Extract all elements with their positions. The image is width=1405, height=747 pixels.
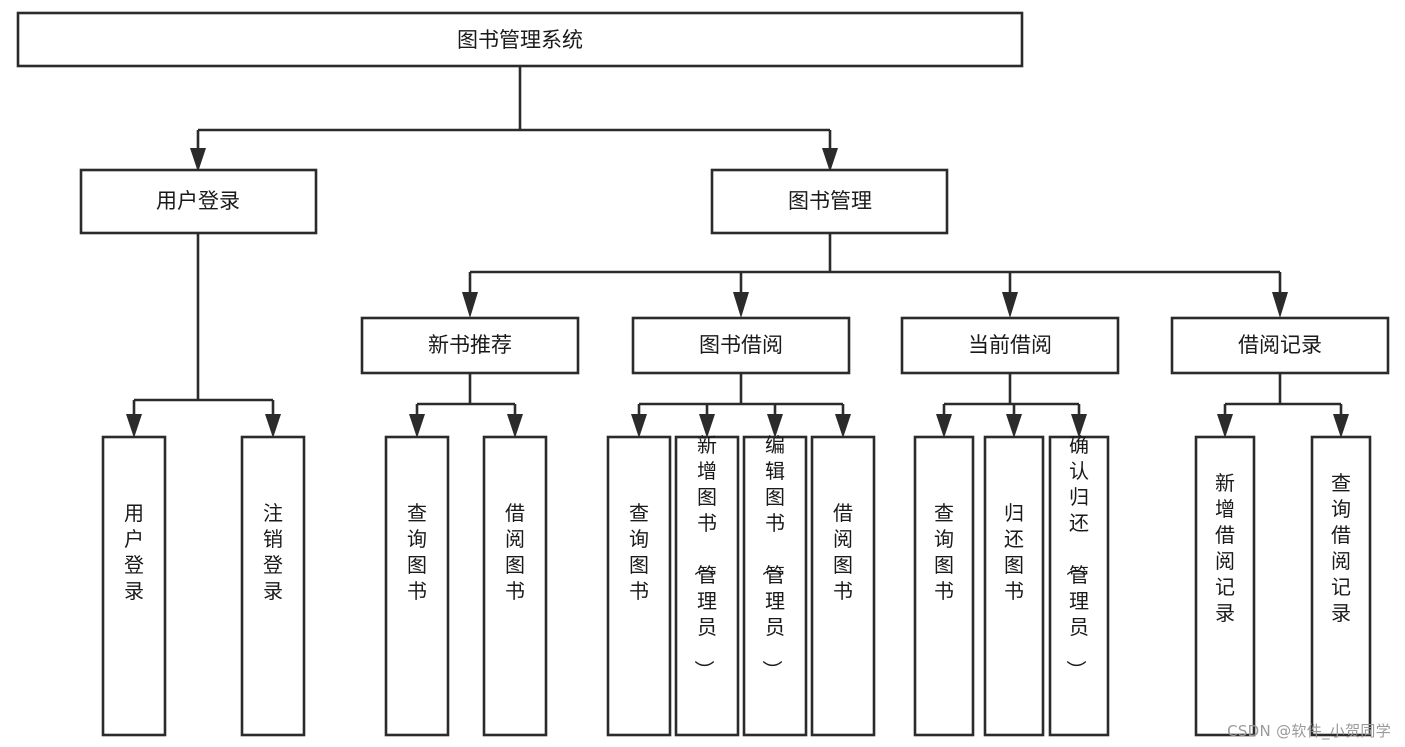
- node-new-book-recommend-box[interactable]: [360, 316, 580, 375]
- leaf-node-edit-book-admin-box[interactable]: [742, 435, 808, 737]
- node-book-management-label: 图书管理: [788, 189, 872, 213]
- arrow-head-leaf-borrow-book-recommend: [507, 414, 523, 438]
- leaf-node-user-login[interactable]: 用户登录: [101, 435, 167, 737]
- leaf-node-borrow-book-box[interactable]: [810, 435, 876, 737]
- leaf-node-edit-book-admin[interactable]: 编辑图书（管理员）: [742, 433, 808, 737]
- leaf-node-borrow-book[interactable]: 借阅图书: [810, 435, 876, 737]
- node-user-login-label: 用户登录: [156, 189, 240, 213]
- arrow-head-leaf-edit-book-admin: [767, 414, 783, 438]
- arrow-head-book-management: [822, 148, 838, 172]
- arrow-head-leaf-return-book: [1006, 414, 1022, 438]
- connector-group-book-borrow: [631, 373, 851, 438]
- node-user-login-box[interactable]: [79, 168, 318, 235]
- arrow-head-leaf-logout-login: [265, 414, 281, 438]
- leaf-node-query-book-current[interactable]: 查询图书: [913, 435, 975, 737]
- leaf-node-add-book-admin-box[interactable]: [674, 435, 740, 737]
- leaf-node-query-book-recommend[interactable]: 查询图书: [384, 435, 450, 737]
- node-user-login[interactable]: 用户登录: [79, 168, 318, 235]
- node-current-borrow[interactable]: 当前借阅: [900, 316, 1120, 375]
- leaf-node-confirm-return-admin-box[interactable]: [1048, 435, 1110, 737]
- arrow-head-borrow-record: [1272, 292, 1288, 318]
- node-borrow-record-box[interactable]: [1170, 316, 1390, 375]
- leaf-node-query-book-current-label: 查询图书: [934, 501, 954, 603]
- arrow-head-leaf-query-book-current: [936, 414, 952, 438]
- arrow-head-leaf-confirm-return-admin: [1071, 414, 1087, 438]
- arrow-head-leaf-borrow-book: [835, 414, 851, 438]
- node-new-book-recommend-label: 新书推荐: [428, 333, 512, 357]
- node-book-management[interactable]: 图书管理: [710, 168, 949, 235]
- leaf-node-borrow-book-recommend-label: 借阅图书: [505, 501, 525, 603]
- node-book-borrow-box[interactable]: [631, 316, 851, 375]
- node-current-borrow-box[interactable]: [900, 316, 1120, 375]
- node-root-box[interactable]: [16, 11, 1024, 68]
- leaf-node-add-borrow-record-box[interactable]: [1194, 435, 1256, 737]
- leaf-node-user-login-box[interactable]: [101, 435, 167, 737]
- leaf-node-query-book-borrow-box[interactable]: [606, 435, 672, 737]
- leaf-node-query-borrow-record-label: 查询借阅记录: [1331, 471, 1351, 625]
- arrow-head-leaf-query-book-borrow: [631, 414, 647, 438]
- leaf-node-query-book-recommend-box[interactable]: [384, 435, 450, 737]
- node-current-borrow-label: 当前借阅: [968, 333, 1052, 357]
- leaf-node-logout-login-box[interactable]: [240, 435, 306, 737]
- leaf-node-return-book-box[interactable]: [983, 435, 1045, 737]
- node-root-label: 图书管理系统: [457, 28, 583, 52]
- node-new-book-recommend[interactable]: 新书推荐: [360, 316, 580, 375]
- leaf-node-user-login-label: 用户登录: [124, 501, 144, 603]
- node-borrow-record[interactable]: 借阅记录: [1170, 316, 1390, 375]
- node-book-borrow-label: 图书借阅: [699, 333, 783, 357]
- arrow-head-user-login: [190, 148, 206, 172]
- leaf-node-query-borrow-record-box[interactable]: [1310, 435, 1372, 737]
- connector-group-borrow-record: [1217, 373, 1349, 438]
- arrow-head-new-book-recommend: [462, 292, 478, 318]
- leaf-node-return-book[interactable]: 归还图书: [983, 435, 1045, 737]
- leaf-node-edit-book-admin-label: 编辑图书（管理员）: [760, 433, 785, 680]
- leaf-node-query-book-recommend-label: 查询图书: [407, 501, 427, 603]
- arrow-head-leaf-user-login: [126, 414, 142, 438]
- connector-group-current-borrow: [936, 373, 1087, 438]
- leaf-node-borrow-book-recommend[interactable]: 借阅图书: [482, 435, 548, 737]
- leaf-node-query-book-borrow-label: 查询图书: [629, 501, 649, 603]
- leaf-node-add-borrow-record[interactable]: 新增借阅记录: [1194, 435, 1256, 737]
- node-borrow-record-label: 借阅记录: [1238, 333, 1322, 357]
- arrow-head-current-borrow: [1002, 292, 1018, 318]
- node-root[interactable]: 图书管理系统: [16, 11, 1024, 68]
- connector-group-root: [190, 66, 838, 172]
- leaf-node-borrow-book-label: 借阅图书: [833, 501, 853, 603]
- arrow-head-book-borrow: [733, 292, 749, 318]
- leaf-node-query-book-borrow[interactable]: 查询图书: [606, 435, 672, 737]
- leaf-node-logout-login[interactable]: 注销登录: [240, 435, 306, 737]
- leaf-node-confirm-return-admin-label: 确认归还（管理员）: [1064, 433, 1089, 680]
- connector-group-new-book-recommend: [409, 373, 523, 438]
- leaf-node-add-book-admin-label: 新增图书（管理员）: [692, 433, 717, 680]
- arrow-head-leaf-query-borrow-record: [1333, 414, 1349, 438]
- leaf-node-logout-login-label: 注销登录: [263, 501, 283, 603]
- leaf-node-query-borrow-record[interactable]: 查询借阅记录: [1310, 435, 1372, 737]
- node-book-borrow[interactable]: 图书借阅: [631, 316, 851, 375]
- arrow-head-leaf-add-book-admin: [699, 414, 715, 438]
- leaf-node-return-book-label: 归还图书: [1004, 501, 1024, 603]
- leaf-node-query-book-current-box[interactable]: [913, 435, 975, 737]
- leaf-node-borrow-book-recommend-box[interactable]: [482, 435, 548, 737]
- arrow-head-leaf-query-book-recommend: [409, 414, 425, 438]
- node-book-management-box[interactable]: [710, 168, 949, 235]
- arrow-head-leaf-add-borrow-record: [1217, 414, 1233, 438]
- leaf-node-add-borrow-record-label: 新增借阅记录: [1215, 471, 1235, 625]
- connector-group-book-management: [462, 233, 1288, 318]
- leaf-node-confirm-return-admin[interactable]: 确认归还（管理员）: [1048, 433, 1110, 737]
- connector-group-user-login: [126, 233, 281, 438]
- leaf-node-add-book-admin[interactable]: 新增图书（管理员）: [674, 433, 740, 737]
- csdn-watermark: CSDN @软件_小贺同学: [1227, 722, 1391, 740]
